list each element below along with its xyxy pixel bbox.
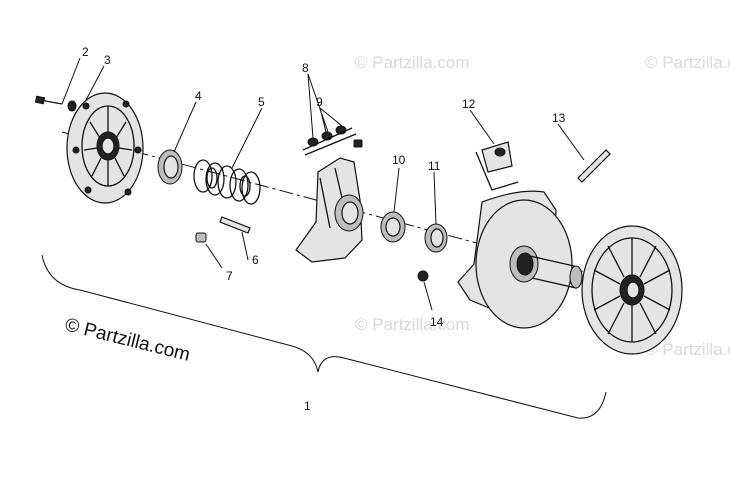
leader-lines [61,57,585,311]
part-spring [193,159,261,205]
callout-labels: 2 3 4 5 6 7 8 9 10 11 12 13 14 1 [82,45,566,413]
part-small-nut [417,270,429,282]
part-spoked-wheel [581,225,683,355]
callout-9: 9 [316,95,323,109]
callout-12: 12 [462,97,476,111]
callout-1: 1 [304,399,311,413]
callout-8: 8 [302,61,309,75]
watermark-text: © Partzilla.com [645,340,730,359]
callout-5: 5 [258,95,265,109]
part-roller-arm [295,139,364,263]
callout-3: 3 [104,53,111,67]
part-pin [219,216,251,234]
callout-2: 2 [82,45,89,59]
part-plug [195,232,207,243]
watermark-text: © Partzilla.com [355,315,470,334]
part-clip [475,141,519,191]
assembly-brace [41,254,607,419]
callout-10: 10 [392,153,406,167]
callout-13: 13 [552,111,566,125]
part-stationary-sheave [457,190,583,329]
watermark-text: © Partzilla.com [645,53,730,72]
part-bushing [424,223,448,253]
callout-11: 11 [428,159,441,173]
part-bolt [34,95,77,112]
part-shaft-pin [577,149,611,183]
part-washer [380,211,406,243]
part-nuts-washers [302,125,357,156]
part-cover-spider [66,92,144,204]
part-ring [157,149,183,185]
watermark-text: © Partzilla.com [355,53,470,72]
callout-4: 4 [195,89,202,103]
callout-6: 6 [252,253,259,267]
callout-14: 14 [430,315,444,329]
watermarks: © Partzilla.com © Partzilla.com © Partzi… [355,53,730,359]
callout-7: 7 [226,269,233,283]
copyright-text: © Partzilla.com [63,314,192,365]
